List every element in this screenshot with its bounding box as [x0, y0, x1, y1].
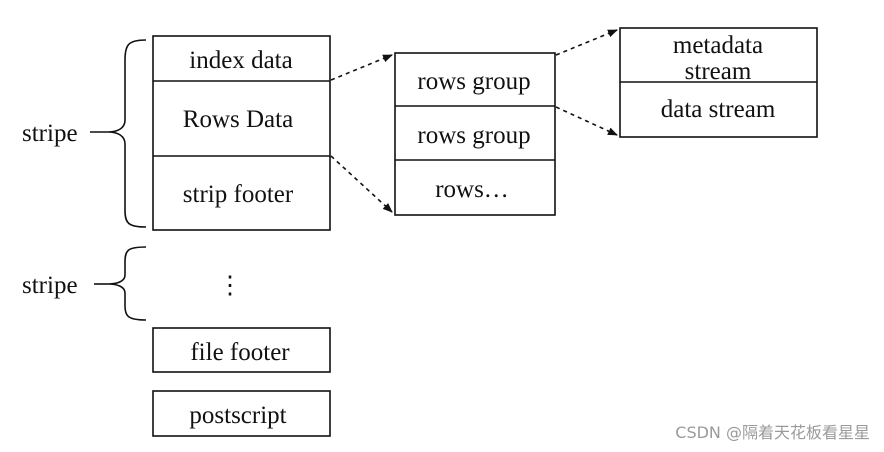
rows-box [394, 52, 556, 216]
dashed-arrow-icon [330, 155, 393, 213]
metadata-stream-label: stream [685, 58, 752, 85]
dashed-arrow-icon [555, 106, 618, 136]
dashed-arrow-icon [555, 29, 618, 56]
rows-data-label: Rows Data [183, 106, 293, 133]
postscript-label: postscript [189, 402, 286, 429]
stripe-stack: index data Rows Data strip footer [152, 35, 331, 231]
watermark: CSDN @隔着天花板看星星 [675, 423, 870, 442]
metadata-stream-label: metadata [673, 32, 763, 59]
data-stream-label: data stream [661, 96, 776, 123]
index-data-label: index data [189, 47, 292, 74]
stripe-label: stripe [22, 272, 78, 299]
file-footer-label: file footer [190, 339, 290, 366]
strip-footer-label: strip footer [183, 181, 294, 208]
brace-icon [107, 39, 147, 228]
brace-icon [107, 246, 147, 321]
stripe-box [152, 35, 331, 231]
rows-ellipsis-label: rows… [435, 176, 509, 203]
postscript-box [152, 390, 331, 437]
rows-group-label: rows group [417, 122, 530, 149]
stripe-label: stripe [22, 120, 78, 147]
rows-stack: rows group rows group rows… [394, 52, 556, 216]
stream-stack: metadata stream data stream [619, 27, 818, 138]
vertical-ellipsis: ⋮ [218, 272, 243, 299]
rows-group-label: rows group [417, 68, 530, 95]
dashed-arrow-icon [330, 54, 393, 81]
file-footer-box [152, 327, 331, 373]
